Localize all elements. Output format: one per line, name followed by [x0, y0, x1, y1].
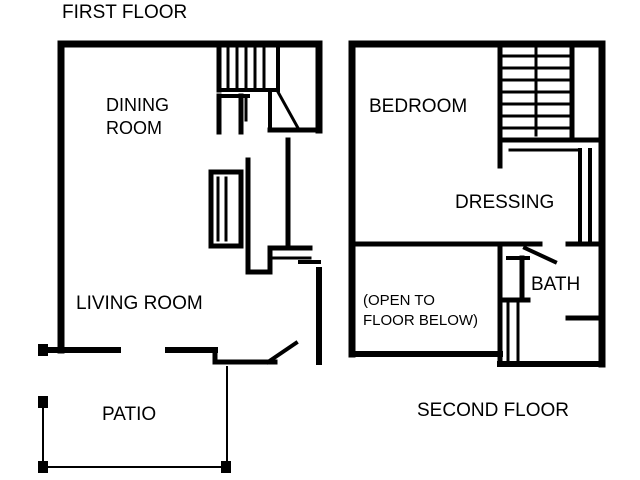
- living-room-label: LIVING ROOM: [76, 293, 203, 314]
- patio-label: PATIO: [102, 404, 156, 425]
- open-to-floor-label-line2: FLOOR BELOW): [363, 312, 478, 329]
- first-floor-title: FIRST FLOOR: [62, 2, 187, 23]
- second-floor-walls: [348, 40, 606, 368]
- dining-room-label-line2: ROOM: [106, 118, 162, 138]
- first-floor-stairs: [216, 41, 301, 135]
- dressing-label: DRESSING: [455, 192, 554, 213]
- bath-label: BATH: [531, 274, 580, 295]
- second-floor-stairs: [497, 41, 575, 138]
- bedroom-label: BEDROOM: [369, 96, 467, 117]
- first-floor-interior: [208, 127, 322, 275]
- patio-fence: [38, 344, 231, 473]
- dining-room-label-line1: DINING: [106, 95, 169, 115]
- open-to-floor-label-line1: (OPEN TO: [363, 292, 435, 309]
- second-floor-title: SECOND FLOOR: [417, 400, 569, 421]
